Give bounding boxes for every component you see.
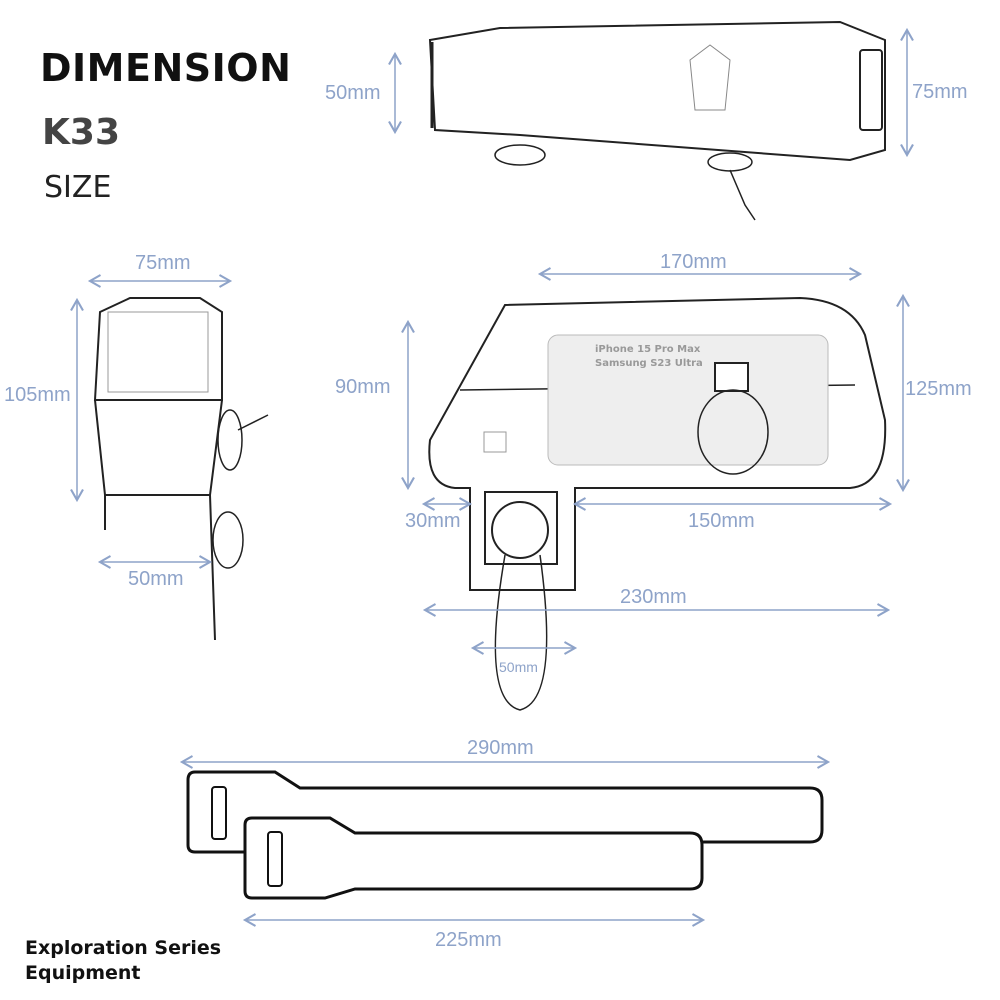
dim-side-width: 75mm (135, 252, 191, 274)
straps (186, 770, 824, 900)
dim-main-rear: 125mm (905, 378, 972, 400)
dim-strap-short: 225mm (435, 929, 502, 951)
dim-side-base: 50mm (128, 568, 184, 590)
phone-compat-1: iPhone 15 Pro Max (595, 344, 701, 355)
dim-strap-long: 290mm (467, 737, 534, 759)
dim-strap-width: 50mm (499, 659, 538, 675)
model-name: K33 (42, 112, 120, 153)
footer-line-1: Exploration Series (25, 937, 222, 959)
dimension-arrows (70, 27, 914, 927)
page-title: DIMENSION (40, 46, 292, 90)
dim-mount-to-rear: 150mm (688, 510, 755, 532)
dim-side-height: 105mm (4, 384, 71, 406)
subtitle: SIZE (44, 170, 112, 205)
dim-total-length: 230mm (620, 586, 687, 608)
dim-top-height: 50mm (325, 82, 381, 104)
dim-top-depth: 75mm (912, 81, 968, 103)
dim-main-top: 170mm (660, 251, 727, 273)
dim-main-front: 90mm (335, 376, 391, 398)
top-view-bag (428, 20, 886, 221)
phone-compat-2: Samsung S23 Ultra (595, 358, 703, 369)
main-view-bag (428, 296, 887, 711)
side-view-bag (93, 297, 269, 641)
dim-mount-offset: 30mm (405, 510, 461, 532)
footer-line-2: Equipment (25, 962, 141, 984)
